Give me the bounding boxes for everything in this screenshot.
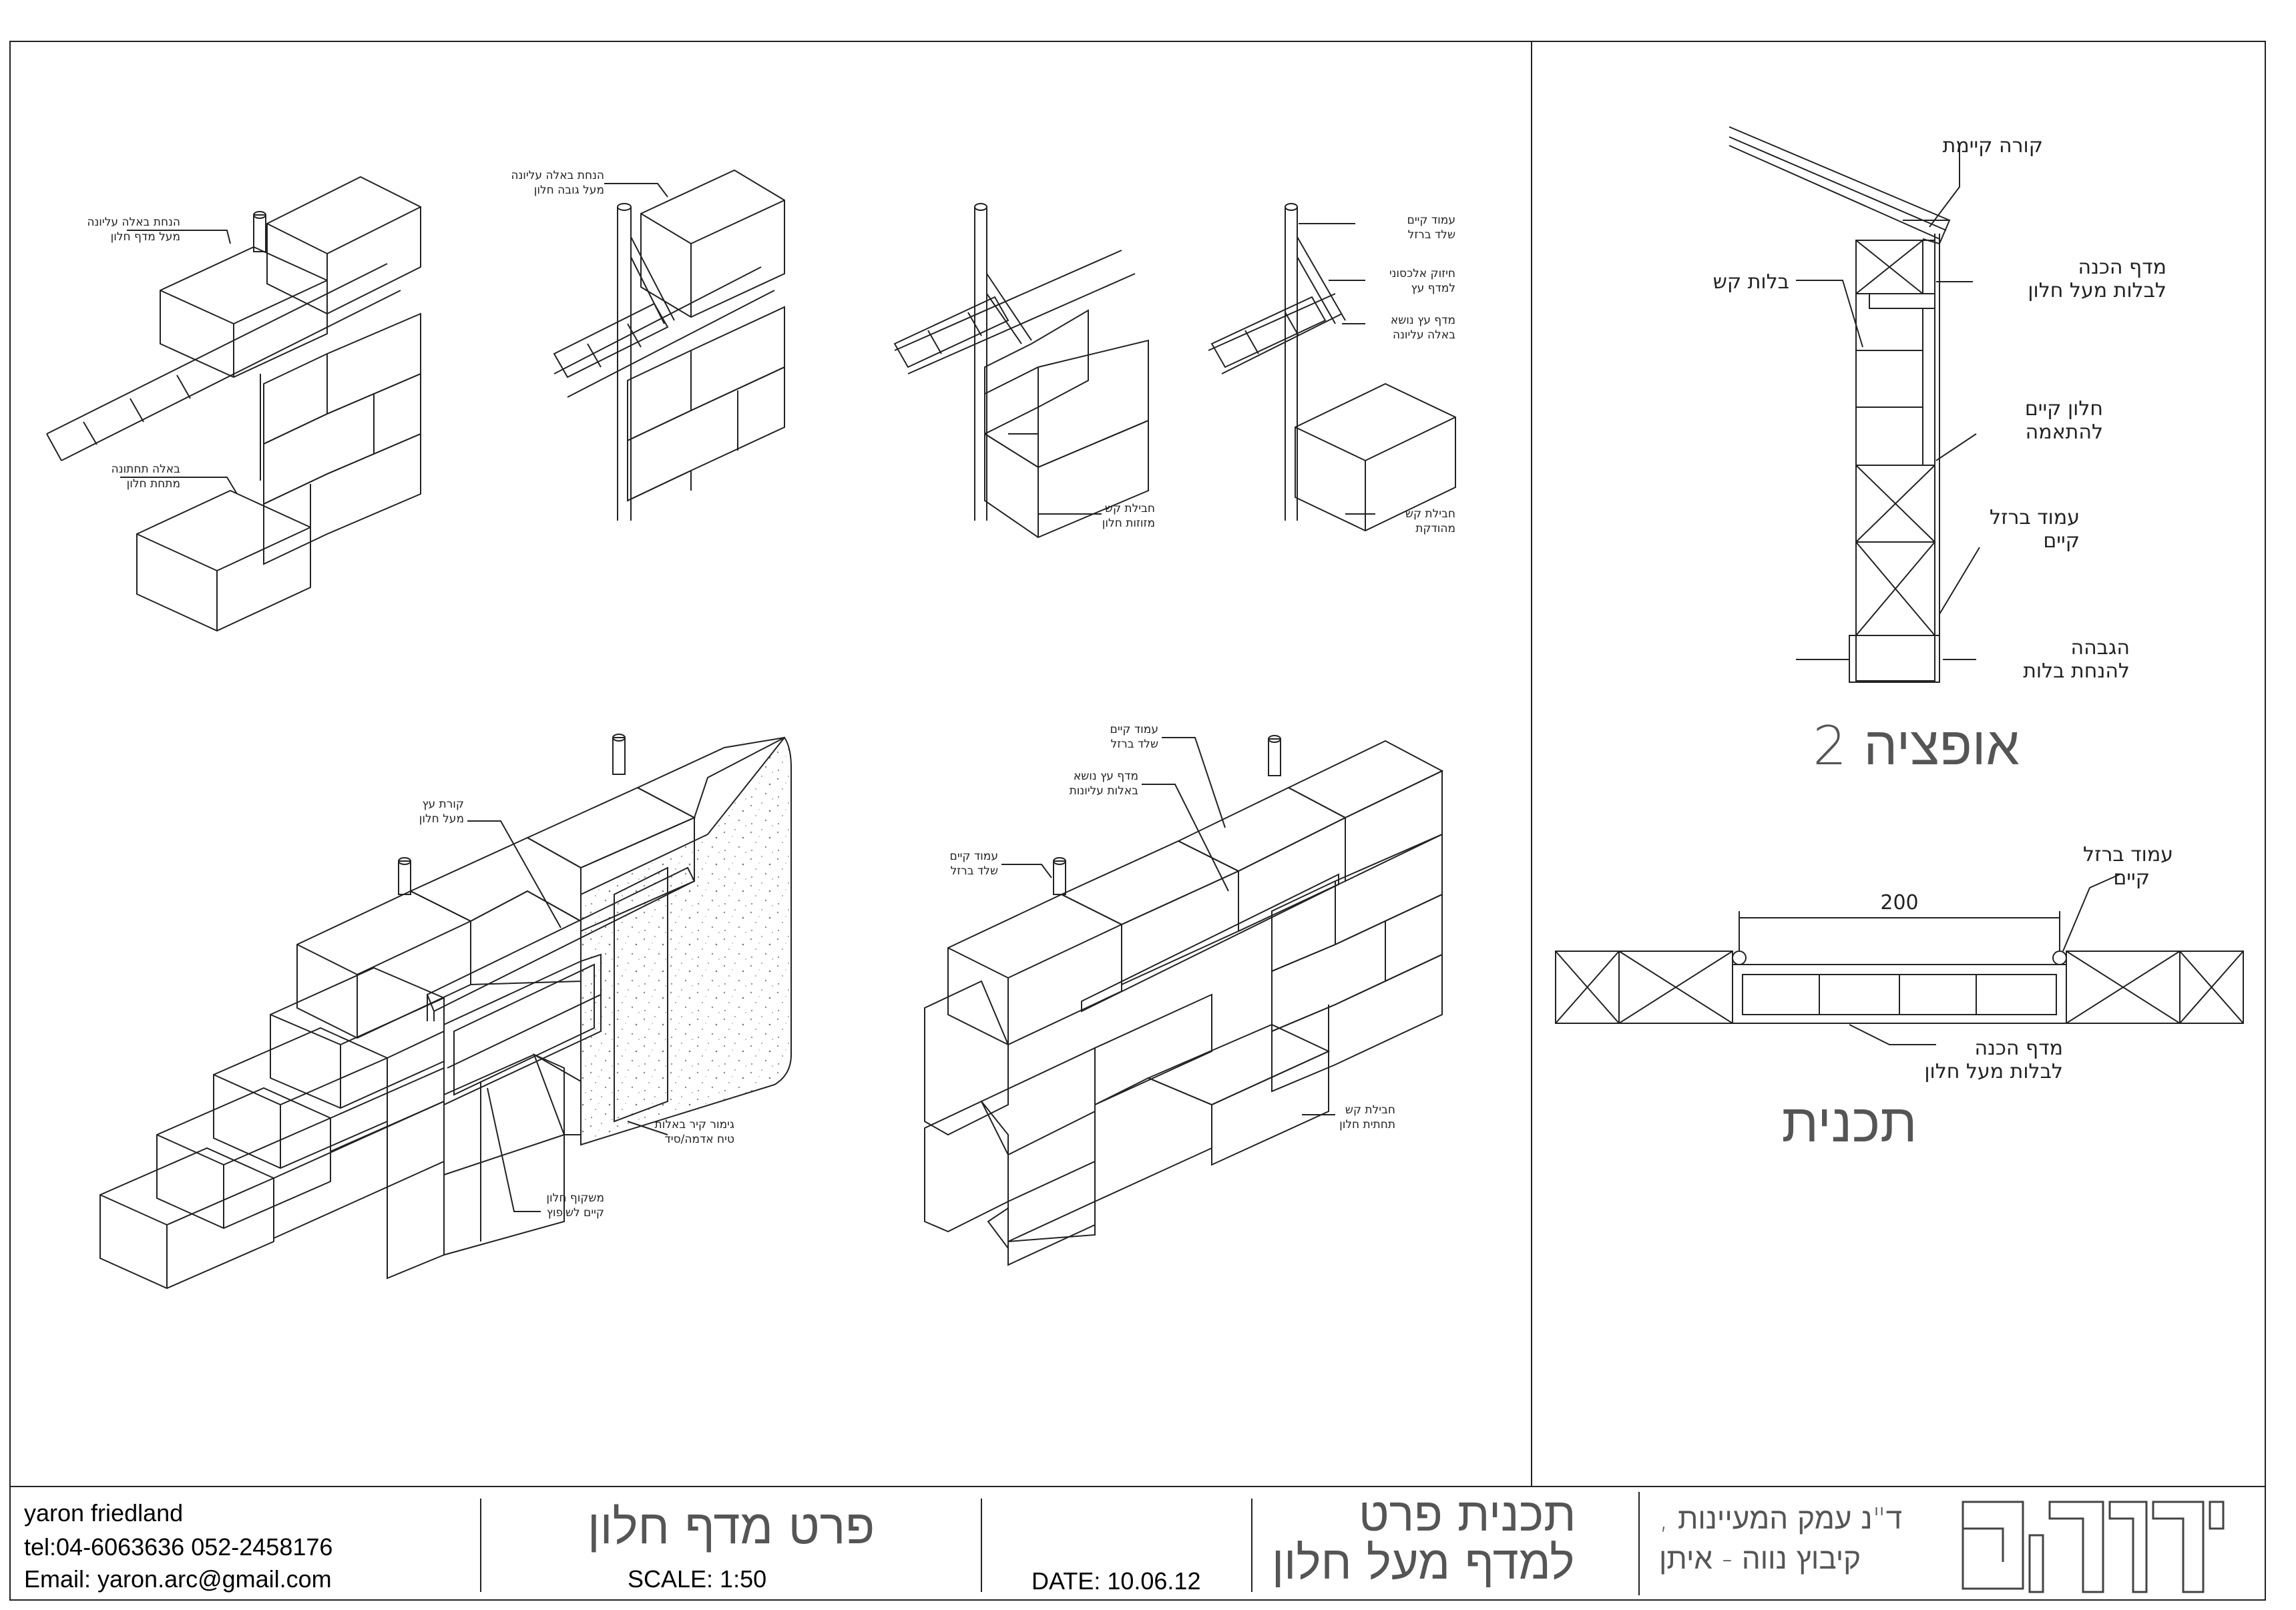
detail-top-2-labels: הנחת באלה עליונה מעל גובה חלון — [511, 169, 604, 197]
label-window-bottom-bale-2: תחתית חלון — [1339, 1118, 1395, 1131]
label-wood-shelf: מדף עץ נושא — [1391, 314, 1455, 327]
section-title: אופציה 2 — [1813, 715, 2020, 777]
label-wood-shelf-2: באלה עליונה — [1393, 328, 1455, 342]
logo-mark — [1962, 1501, 2225, 1593]
label-wood-beam-2: מעל חלון — [419, 812, 464, 826]
label-wall-finish: גימור קיר באלות — [654, 1118, 734, 1131]
plan-labels: עמוד ברזל קיים 200 מדף הכנה לבלות מעל חל… — [1782, 843, 2173, 1154]
detail-top-4 — [1208, 203, 1456, 532]
label-top-bale: הנחת באלה עליונה — [511, 169, 604, 182]
label-existing-beam: קורה קיימת — [1943, 134, 2043, 158]
label-prep-shelf-2: לבלות מעל חלון — [2028, 279, 2166, 302]
section-labels: קורה קיימת מדף הכנה לבלות מעל חלון בלות … — [1713, 134, 2166, 777]
detail-bottom-1 — [99, 734, 792, 1290]
drawing-scale: SCALE: 1:50 — [628, 1565, 767, 1593]
label-steel-column-2: קיים — [2043, 529, 2080, 553]
sheet-title-line-1: תכנית פרט — [1359, 1487, 1576, 1542]
detail-top-4-labels: עמוד קיים שלד ברזל חיזוק אלכסוני למדף עץ… — [1389, 214, 1455, 535]
detail-top-3 — [893, 203, 1149, 539]
label-existing-window: חלון קיים — [2025, 397, 2103, 421]
label-plan-shelf: מדף הכנה — [1974, 1037, 2063, 1060]
plan-dimension: 200 — [1880, 891, 1918, 914]
drawing-date: DATE: 10.06.12 — [1031, 1567, 1201, 1595]
detail-top-2 — [553, 169, 785, 521]
label-steel-column: עמוד ברזל — [1990, 506, 2080, 529]
label-shelf: מדף עץ נושא — [1074, 770, 1138, 783]
label-window-bottom-bale: חבילת קש — [1345, 1103, 1395, 1117]
detail-top-1-labels: הנחת באלה עליונה מעל מדף חלון באלה תחתונ… — [87, 216, 180, 491]
label-top-bale-2: מעל גובה חלון — [534, 184, 604, 197]
section-drawing — [1729, 126, 1980, 683]
label-existing-column-b: עמוד קיים — [950, 850, 998, 863]
address-line-2: קיבוץ נווה - איתן — [1659, 1542, 1861, 1576]
label-raise: הגבהה — [2070, 636, 2130, 659]
plan-drawing — [1555, 874, 2244, 1045]
label-upper-bale: הנחת באלה עליונה — [87, 216, 180, 229]
sheet-title-line-2: למדף מעל חלון — [1272, 1535, 1575, 1590]
label-plan-steel-column-2: קיים — [2113, 866, 2150, 890]
label-upper-bale-2: מעל מדף חלון — [111, 230, 180, 244]
author-name: yaron friedland — [24, 1499, 184, 1527]
detail-bottom-2 — [924, 735, 1444, 1266]
label-existing-column-a-2: שלד ברזל — [1111, 738, 1158, 751]
title-block-frame — [480, 1492, 1640, 1595]
label-lower-bale-2: מתחת חלון — [127, 477, 180, 491]
label-wood-beam: קורת עץ — [422, 798, 464, 811]
label-bale-jambs-2: מזוזות חלון — [1102, 517, 1155, 530]
label-compressed-bale: חבילת קש — [1405, 507, 1455, 521]
label-shelf-2: באלות עליונות — [1070, 784, 1139, 798]
label-raise-2: להנחת בלות — [2023, 659, 2130, 683]
detail-top-3-labels: חבילת קש מזוזות חלון — [1102, 502, 1155, 530]
label-existing-column-a: עמוד קיים — [1110, 723, 1158, 736]
detail-top-1 — [46, 176, 421, 632]
author-phone: tel:04-6063636 052-2458176 — [24, 1533, 333, 1561]
plan-title: תכנית — [1782, 1092, 1917, 1154]
address-line-1: ד"נ עמק המעיינות , — [1659, 1502, 1903, 1536]
label-prep-shelf: מדף הכנה — [2078, 256, 2166, 279]
label-wall-finish-2: טיח אדמה/סיד — [665, 1133, 734, 1146]
label-diagonal-brace: חיזוק אלכסוני — [1389, 267, 1455, 280]
label-compressed-bale-2: מהודקת — [1415, 522, 1455, 535]
detail-bottom-2-labels: עמוד קיים שלד ברזל מדף עץ נושא באלות עלי… — [950, 723, 1395, 1131]
label-window-frame-2: קיים לשיפוץ — [547, 1206, 604, 1220]
label-straw-bales: בלות קש — [1713, 270, 1789, 294]
label-diagonal-brace-2: למדף עץ — [1411, 282, 1455, 295]
label-plan-shelf-2: לבלות מעל חלון — [1924, 1060, 2063, 1083]
drawing-name: פרט מדף חלון — [588, 1499, 875, 1555]
label-window-frame: משקוף חלון — [546, 1191, 604, 1205]
author-email: Email: yaron.arc@gmail.com — [24, 1565, 332, 1593]
label-existing-column: עמוד קיים — [1407, 214, 1455, 227]
label-existing-window-2: להתאמה — [2026, 421, 2103, 444]
label-existing-column-b-2: שלד ברזל — [951, 864, 998, 878]
label-existing-column-2: שלד ברזל — [1408, 228, 1455, 242]
detail-bottom-1-labels: קורת עץ מעל חלון גימור קיר באלות טיח אדמ… — [419, 798, 734, 1220]
label-bale-jambs: חבילת קש — [1105, 502, 1155, 515]
sheet-frame — [9, 41, 2266, 1601]
label-plan-steel-column: עמוד ברזל — [2083, 843, 2173, 866]
label-lower-bale: באלה תחתונה — [111, 463, 181, 476]
